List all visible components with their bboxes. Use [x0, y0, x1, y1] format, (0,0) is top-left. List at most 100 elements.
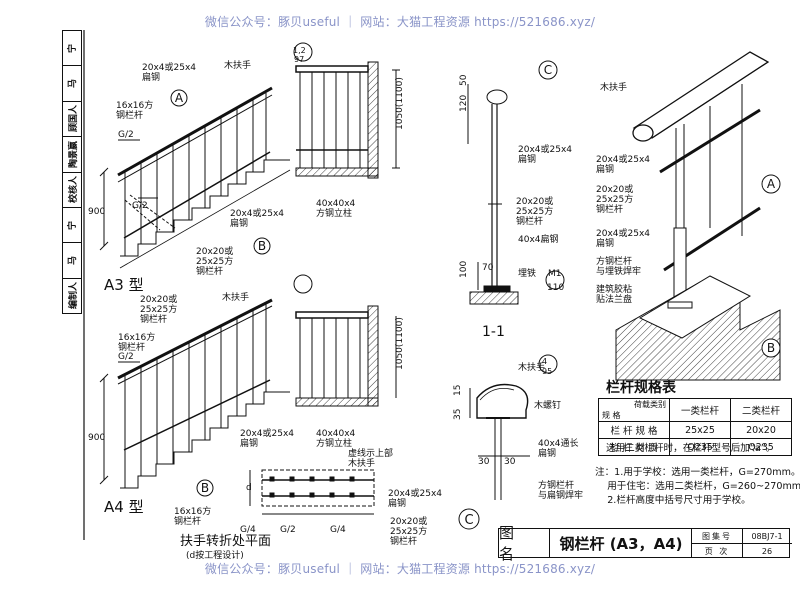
a3-elevation	[99, 86, 291, 269]
circle-c-label: C	[544, 63, 552, 77]
atlas-key: 图集号	[692, 529, 743, 543]
label-g4: G/4	[240, 525, 256, 535]
watermark-bottom: 微信公众号：豚贝useful ｜ 网站：大猫工程资源 https://52168…	[204, 562, 596, 576]
label-square-16: 16x16方钢栏杆	[116, 99, 153, 121]
col-header: 一类栏杆	[669, 398, 731, 422]
title-block: 图 名 钢栏杆 (A3，A4) 图集号 08BJ7-1 页 次 26	[498, 524, 792, 563]
label-wood-handrail-iso: 木扶手	[600, 81, 627, 93]
label-square-16-b: 16x16方钢栏杆	[118, 331, 155, 353]
table-cell: 20x20	[730, 421, 792, 439]
side-view-bottom	[295, 305, 397, 407]
label-embed: 埋铁	[518, 267, 536, 279]
label-m1: M1	[548, 269, 562, 279]
circle-a-iso: A	[767, 177, 776, 191]
dim-900: 900	[88, 207, 105, 217]
atlas-val: 08BJ7-1	[751, 531, 783, 541]
sidebar-cell: 顾国人	[63, 102, 81, 138]
detail-ref-bot: 97	[294, 55, 304, 64]
label-iso-weld: 方钢栏杆与埋铁焊牢	[596, 255, 641, 277]
side-view-top	[295, 61, 400, 179]
table-row: 栏 杆 规 格 25x25 20x20	[598, 421, 792, 439]
label-g4-b: G/4	[330, 525, 346, 535]
label-flat-40-long: 40x4通长扁钢	[538, 437, 579, 459]
circle-a-label: A	[175, 91, 184, 105]
dim-30: 30	[478, 457, 490, 467]
meta-row: 图集号 08BJ7-1	[692, 529, 792, 544]
dim-g2-b: G/2	[132, 201, 148, 211]
note-line: 选用二类栏杆时，在栏杆型号后加“a”。	[606, 443, 776, 454]
title-block-label: 图 名	[499, 524, 550, 563]
dim-120: 120	[459, 95, 469, 112]
dim-g2-c: G/2	[118, 352, 134, 362]
label-g2-p: G/2	[280, 525, 296, 535]
watermark-top: 微信公众号：豚贝useful ｜ 网站：大猫工程资源 https://52168…	[204, 15, 596, 29]
dim-50: 50	[459, 74, 469, 86]
section-label: 1-1	[482, 324, 505, 340]
sidebar-cell: 宁	[63, 31, 81, 67]
signature-sidebar: 宁 马 顾国人 陶景嬴 校核人 宁 马 编制人	[62, 30, 82, 314]
a4-elevation	[99, 298, 290, 489]
dim-g2: G/2	[118, 130, 134, 140]
detail-4-top: 4	[542, 357, 547, 366]
row-header: 栏 杆 规 格	[598, 421, 670, 439]
table-corner: 荷载类别 规 格	[598, 398, 670, 422]
table-row: 荷载类别 规 格 一类栏杆 二类栏杆	[598, 398, 792, 422]
circle-b-iso: B	[767, 341, 775, 355]
turn-plan	[249, 469, 375, 515]
label-iso-glue: 建筑胶粘贴法兰盘	[596, 283, 632, 305]
label-angle-40: 40x4扁钢	[518, 233, 559, 245]
isometric-view	[615, 51, 781, 381]
circle-c-detail: C	[464, 513, 473, 528]
label-square-16-c: 16x16方钢栏杆	[174, 505, 211, 527]
label-m1-110: 110	[547, 283, 564, 293]
callout-circles	[170, 42, 781, 530]
spec-grid: 荷载类别 规 格 一类栏杆 二类栏杆 栏 杆 规 格 25x25 20x20 栏…	[598, 398, 792, 456]
detail-ref-top: 1,2	[293, 46, 306, 55]
circle-b-label-2: B	[201, 481, 209, 495]
dim-100: 100	[459, 261, 469, 278]
label-wood-screw: 木螺钉	[534, 399, 561, 411]
col-header: 二类栏杆	[730, 398, 792, 422]
sidebar-cell: 马	[63, 243, 81, 279]
table-row: 栏 杆 材 质 Q235 Q235	[598, 438, 792, 456]
table-cell: Q235	[669, 438, 731, 456]
table-cell: 25x25	[669, 421, 731, 439]
spec-title: 栏杆规格表	[606, 380, 676, 396]
sidebar-cell: 校核人	[63, 173, 81, 208]
label-dashed: 虚线示上部木扶手	[348, 447, 393, 469]
title-block-title: 钢栏杆 (A3，A4)	[559, 534, 683, 553]
dim-30-b: 30	[504, 457, 516, 467]
notes-block: 注：1.用于学校：选用一类栏杆，G=270mm。 用于住宅：选用二类栏杆，G=2…	[595, 467, 800, 506]
a4-type-label: A4 型	[104, 498, 144, 516]
dim-1050: 1050(1100)	[395, 77, 405, 130]
a3-type-label: A3 型	[104, 276, 144, 294]
sidebar-cell: 宁	[63, 208, 81, 244]
label-wood-handrail-b: 木扶手	[222, 291, 249, 303]
dim-1050-b: 1050(1100)	[395, 317, 405, 370]
label-weld: 方钢栏杆与扁钢焊牢	[538, 479, 583, 501]
detail-4-bot: 95	[542, 367, 552, 376]
label-wood-handrail: 木扶手	[224, 59, 251, 71]
detail-c	[469, 383, 530, 500]
spec-table: 栏杆规格表 荷载类别 规 格 一类栏杆 二类栏杆 栏 杆 规 格 25x25 2…	[598, 378, 792, 456]
dim-70: 70	[482, 263, 494, 273]
title-block-meta: 图集号 08BJ7-1 页 次 26	[691, 529, 792, 558]
label-wood-handrail-c: 木扶手	[518, 361, 545, 373]
circle-b-label: B	[258, 239, 266, 253]
sidebar-cell: 陶景嬴	[63, 137, 81, 173]
turn-plan-sub: (d按工程设计)	[186, 549, 244, 561]
